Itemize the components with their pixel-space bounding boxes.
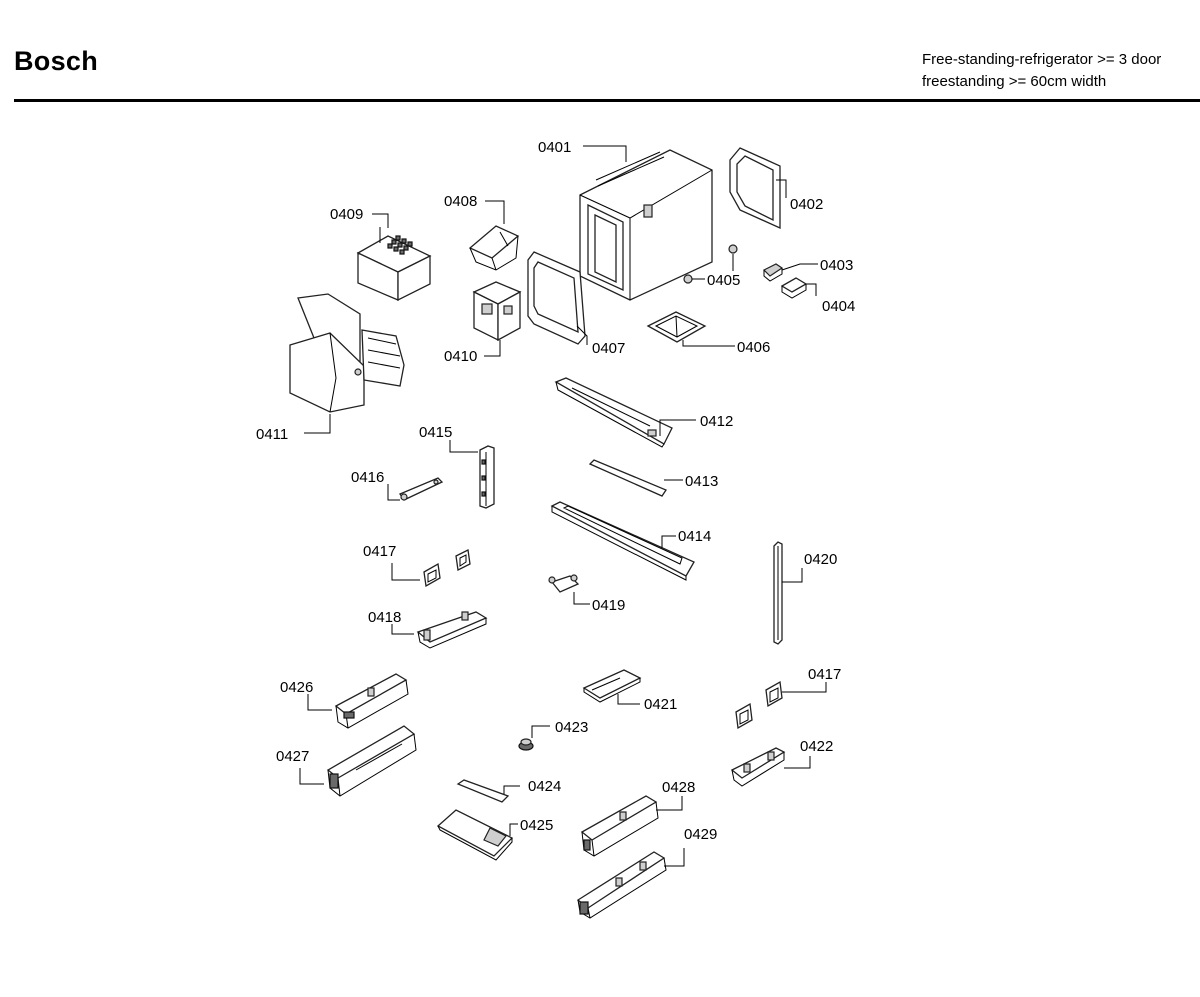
callout-0417b: 0417 — [782, 666, 841, 693]
callout-0421: 0421 — [617, 694, 677, 713]
part-0429-bracket[interactable] — [576, 851, 667, 919]
label-0429: 0429 — [684, 826, 717, 843]
label-0403: 0403 — [820, 257, 853, 274]
part-0424-strip[interactable] — [456, 779, 510, 803]
keypad-grid — [387, 235, 413, 255]
appliance-description: Free-standing-refrigerator >= 3 door fre… — [922, 49, 1161, 93]
callout-0417a: 0417 — [363, 543, 420, 581]
label-0424: 0424 — [528, 778, 561, 795]
part-0414-frame[interactable] — [550, 501, 695, 581]
callout-0419: 0419 — [573, 592, 625, 614]
label-0409: 0409 — [330, 206, 363, 223]
part-0415-rail[interactable] — [479, 445, 495, 509]
label-0423: 0423 — [555, 719, 588, 736]
callout-0410: 0410 — [444, 340, 501, 365]
part-0408-cover[interactable] — [468, 225, 520, 271]
label-0420: 0420 — [804, 551, 837, 568]
callout-0426: 0426 — [280, 679, 332, 711]
callout-0420: 0420 — [782, 551, 837, 583]
part-0428-bracket[interactable] — [580, 795, 659, 857]
part-0410-unit[interactable] — [472, 281, 522, 342]
callout-0412: 0412 — [659, 413, 733, 436]
label-0402: 0402 — [790, 196, 823, 213]
part-0421-panel[interactable] — [582, 669, 642, 703]
callout-0402: 0402 — [776, 179, 823, 213]
part-0422-bracket[interactable] — [730, 747, 786, 787]
callout-0404: 0404 — [806, 283, 855, 315]
callout-0405: 0405 — [692, 254, 740, 289]
label-0417a: 0417 — [363, 543, 396, 560]
part-0407-seal[interactable] — [527, 251, 586, 345]
label-0414: 0414 — [678, 528, 711, 545]
callout-0423: 0423 — [531, 719, 588, 738]
part-0411-dispenser-housing[interactable] — [289, 293, 405, 413]
callout-0425: 0425 — [509, 817, 553, 836]
part-0416-pin[interactable] — [399, 477, 444, 501]
appliance-description-line-1: Free-standing-refrigerator >= 3 door — [922, 51, 1162, 68]
label-0413: 0413 — [685, 473, 718, 490]
label-0426: 0426 — [280, 679, 313, 696]
callout-0408: 0408 — [444, 193, 505, 224]
part-0427-rail-bracket[interactable] — [326, 725, 417, 797]
part-0405-screw[interactable] — [683, 244, 738, 284]
label-0421: 0421 — [644, 696, 677, 713]
label-0427: 0427 — [276, 748, 309, 765]
part-0418-bracket[interactable] — [416, 611, 488, 649]
callout-0422: 0422 — [784, 738, 833, 769]
callout-0411: 0411 — [256, 414, 331, 443]
part-0412-trim-bar[interactable] — [554, 377, 673, 448]
callout-0414: 0414 — [661, 528, 711, 548]
part-0420-strip[interactable] — [773, 541, 783, 645]
label-0404: 0404 — [822, 298, 855, 315]
callout-0424: 0424 — [503, 778, 561, 795]
callout-0418: 0418 — [368, 609, 414, 635]
callout-0413: 0413 — [664, 473, 718, 490]
header-divider — [14, 99, 1200, 102]
label-0401: 0401 — [538, 139, 571, 156]
callout-0407: 0407 — [576, 325, 625, 357]
label-0425: 0425 — [520, 817, 553, 834]
label-0418: 0418 — [368, 609, 401, 626]
label-0407: 0407 — [592, 340, 625, 357]
label-0416: 0416 — [351, 469, 384, 486]
callout-0403: 0403 — [781, 257, 853, 274]
part-0425-tray[interactable] — [436, 809, 514, 861]
part-0413-strip[interactable] — [588, 459, 667, 497]
label-0419: 0419 — [592, 597, 625, 614]
part-0417-pads-left[interactable] — [423, 549, 471, 588]
appliance-description-line-2: freestanding >= 60cm width — [922, 73, 1107, 90]
callout-0409: 0409 — [330, 206, 389, 228]
callout-0415: 0415 — [419, 424, 478, 453]
label-0410: 0410 — [444, 348, 477, 365]
label-0405: 0405 — [707, 272, 740, 289]
part-0402-gasket[interactable] — [729, 147, 781, 230]
callout-0429: 0429 — [664, 826, 717, 867]
part-0419-connector[interactable] — [548, 574, 580, 593]
label-0411: 0411 — [256, 426, 288, 443]
label-0408: 0408 — [444, 193, 477, 210]
label-0428: 0428 — [662, 779, 695, 796]
callout-0427: 0427 — [276, 748, 324, 785]
label-0417b: 0417 — [808, 666, 841, 683]
callout-0401: 0401 — [538, 139, 627, 162]
part-0401-housing[interactable] — [579, 149, 713, 301]
label-0415: 0415 — [419, 424, 452, 441]
part-0404-cover[interactable] — [780, 277, 808, 299]
part-0426-bracket[interactable] — [334, 673, 409, 729]
part-0423-knob[interactable] — [518, 738, 534, 751]
part-0409-module[interactable] — [356, 227, 432, 302]
callout-0406: 0406 — [682, 339, 770, 356]
label-0422: 0422 — [800, 738, 833, 755]
callout-0428: 0428 — [656, 779, 695, 811]
brand-title: Bosch — [14, 46, 99, 76]
label-0406: 0406 — [737, 339, 770, 356]
part-0406-plate[interactable] — [646, 311, 707, 343]
label-0412: 0412 — [700, 413, 733, 430]
part-0403-clip[interactable] — [762, 263, 784, 282]
part-0417-pads-right[interactable] — [735, 680, 783, 730]
callout-0416: 0416 — [351, 469, 400, 501]
